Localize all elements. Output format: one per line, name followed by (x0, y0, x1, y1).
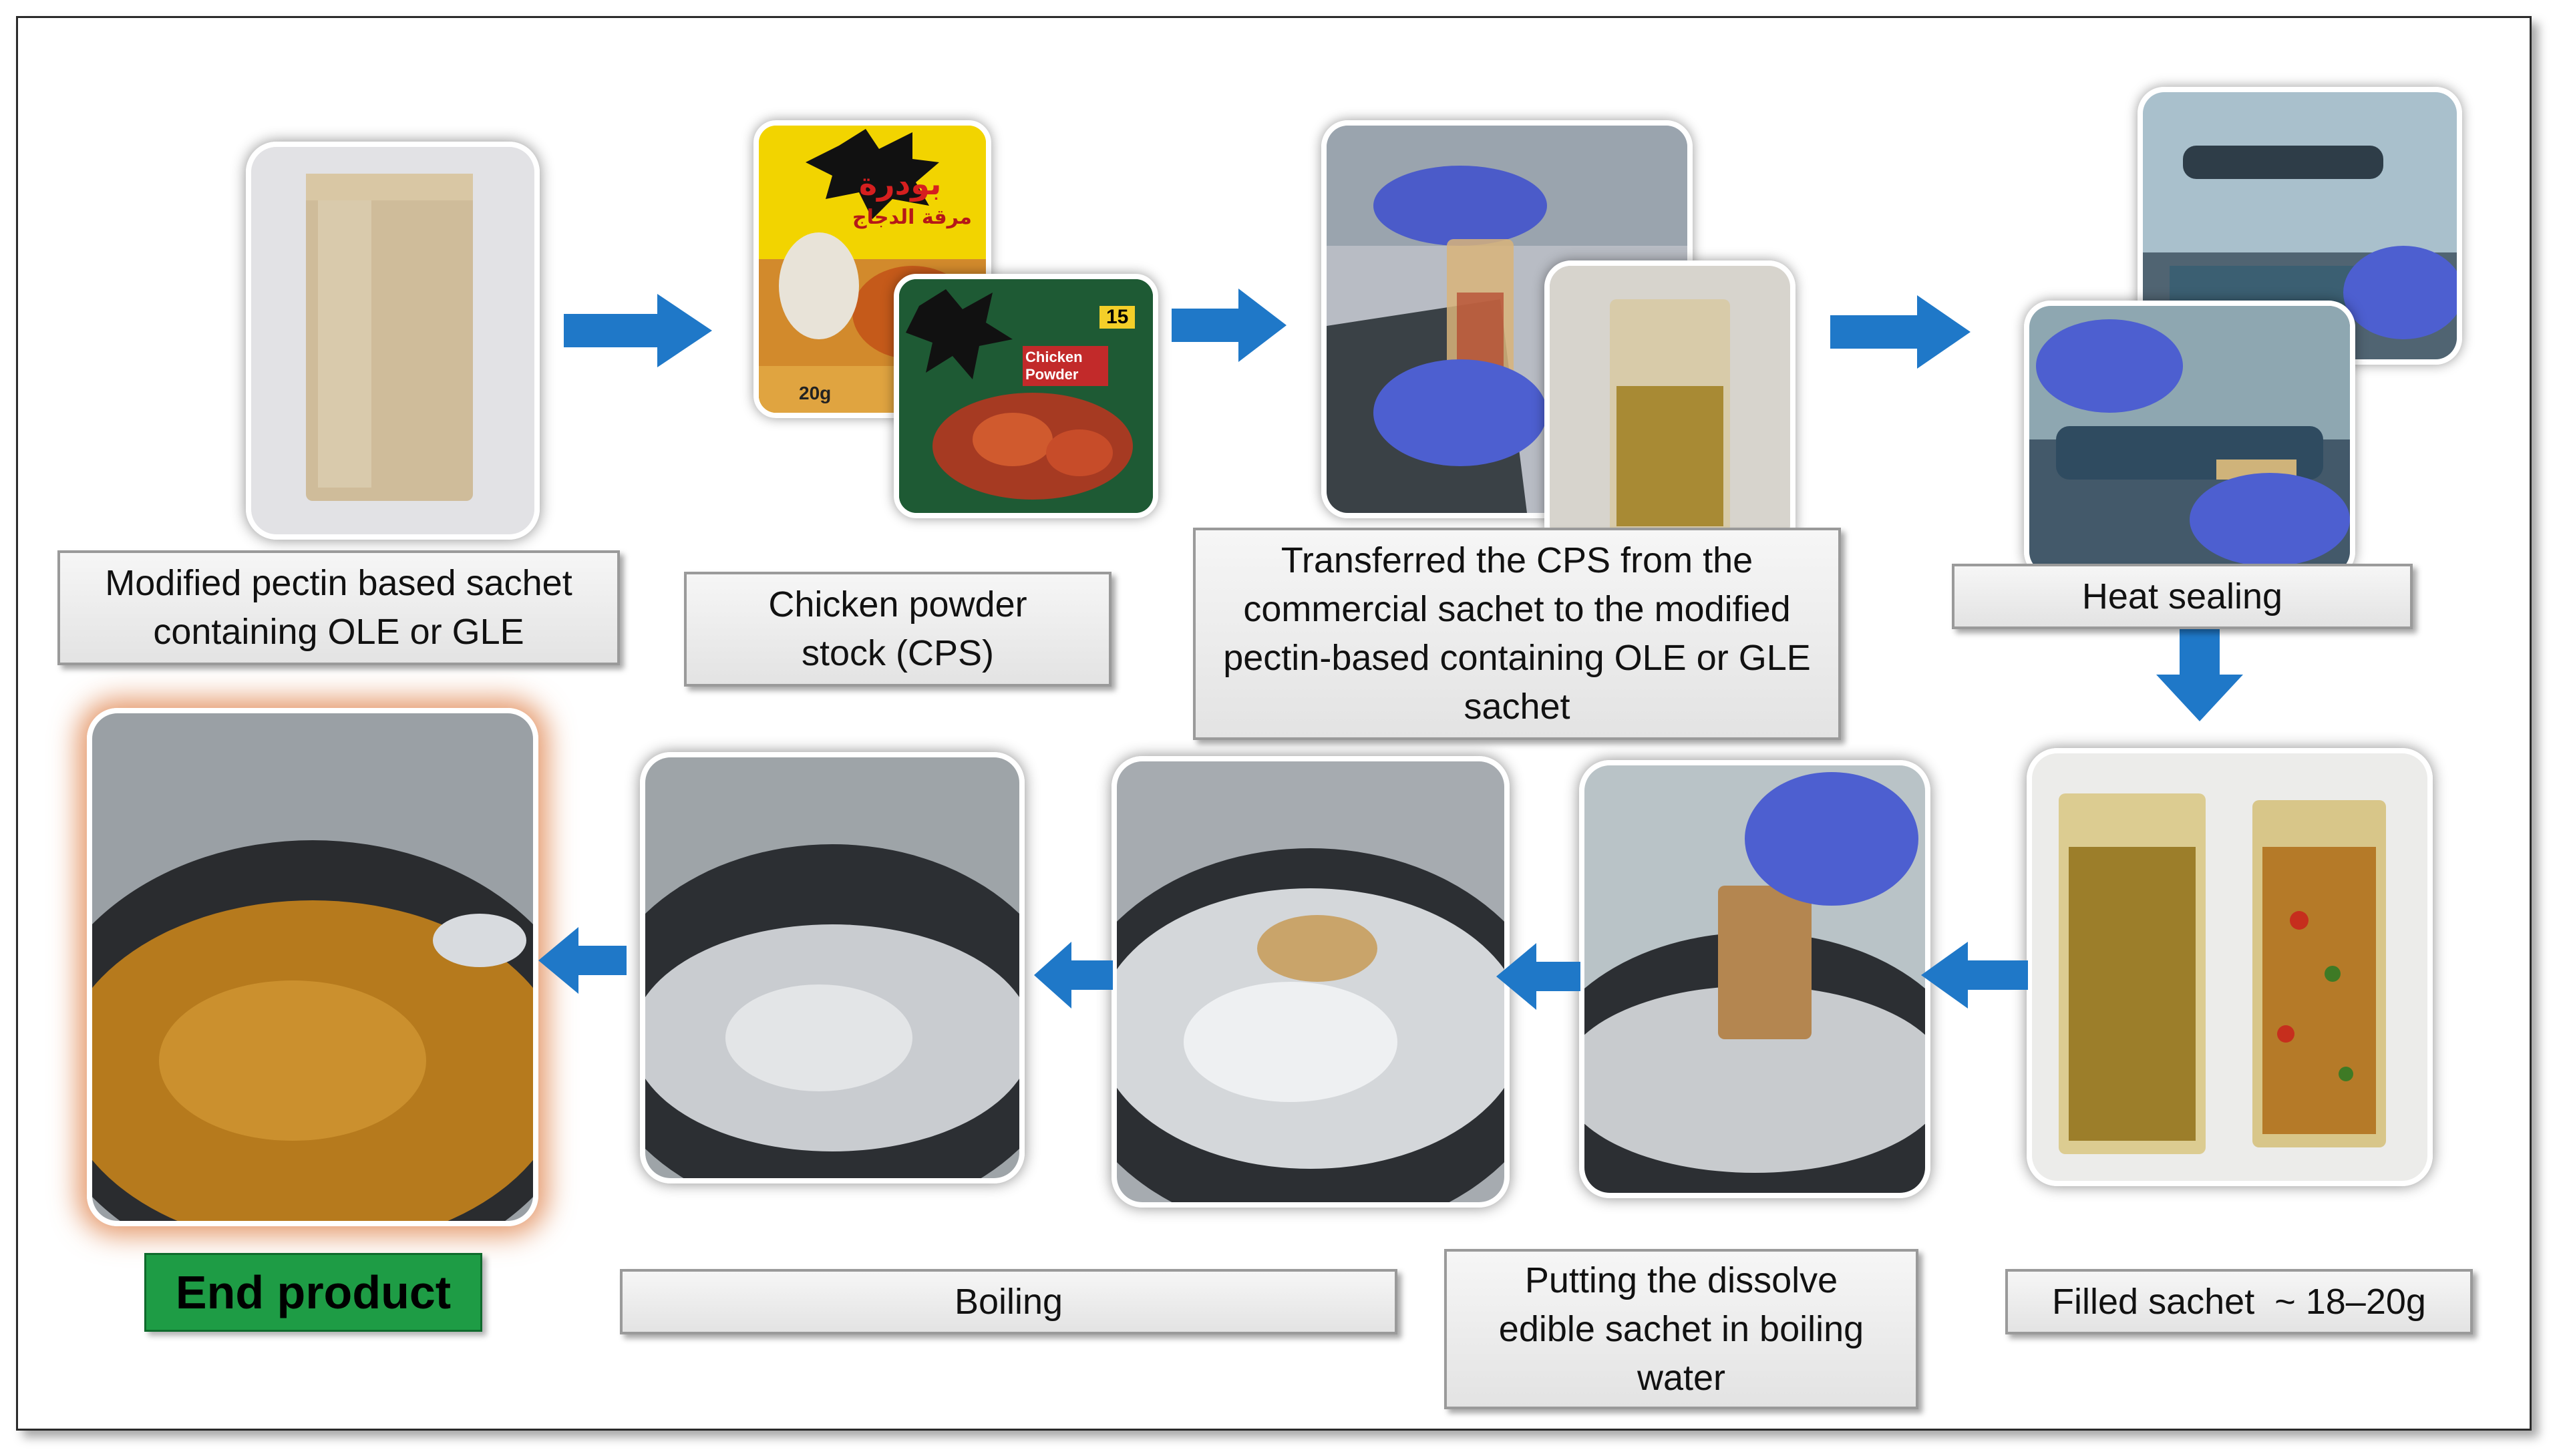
label-putting: Putting the dissolve edible sachet in bo… (1444, 1249, 1918, 1409)
label-boiling: Boiling (620, 1269, 1397, 1334)
green-pack-badge: 15 (1099, 306, 1136, 329)
photo-putting-sachet (1579, 760, 1930, 1198)
yellow-package-icon (759, 126, 986, 413)
label-cps: Chicken powder stock (CPS) (684, 572, 1112, 687)
arrow-right-3 (1830, 295, 1971, 369)
yellow-pack-weight: 20g (799, 383, 832, 403)
photo-end-product (87, 708, 538, 1226)
label-filled-sachet: Filled sachet ~ 18–20g (2005, 1269, 2473, 1334)
green-package-icon (899, 279, 1153, 513)
photo-boiling-2 (1112, 756, 1510, 1208)
arrow-left-2 (1496, 943, 1580, 1010)
photo-transfer (1321, 120, 1796, 552)
arrow-left-4 (538, 927, 627, 994)
label-transfer: Transferred the CPS from the commercial … (1193, 528, 1841, 740)
photo-boiling-1 (640, 752, 1025, 1184)
arabic-brand-text: بودرة (859, 166, 942, 202)
label-sachet: Modified pectin based sachet containing … (57, 550, 620, 665)
photo-heat-sealing (2024, 87, 2465, 578)
arrow-right-2 (1172, 289, 1287, 362)
arrow-left-3 (1034, 942, 1113, 1009)
arrow-left-1 (1921, 942, 2028, 1009)
arabic-sub-text: مرقة الدجاج (852, 206, 972, 229)
label-heat-sealing: Heat sealing (1952, 564, 2413, 629)
photo-cps-packages: بودرة مرقة الدجاج 20g 15 Chicken Powder (753, 120, 1158, 518)
photo-empty-sachet (246, 142, 540, 540)
photo-filled-sachets (2027, 748, 2433, 1186)
arrow-down (2156, 628, 2243, 721)
label-end-product: End product (144, 1253, 482, 1332)
glove-icon (1373, 166, 1547, 246)
chicken-powder-text: Chicken Powder (1023, 346, 1108, 386)
arrow-right-1 (564, 294, 712, 367)
